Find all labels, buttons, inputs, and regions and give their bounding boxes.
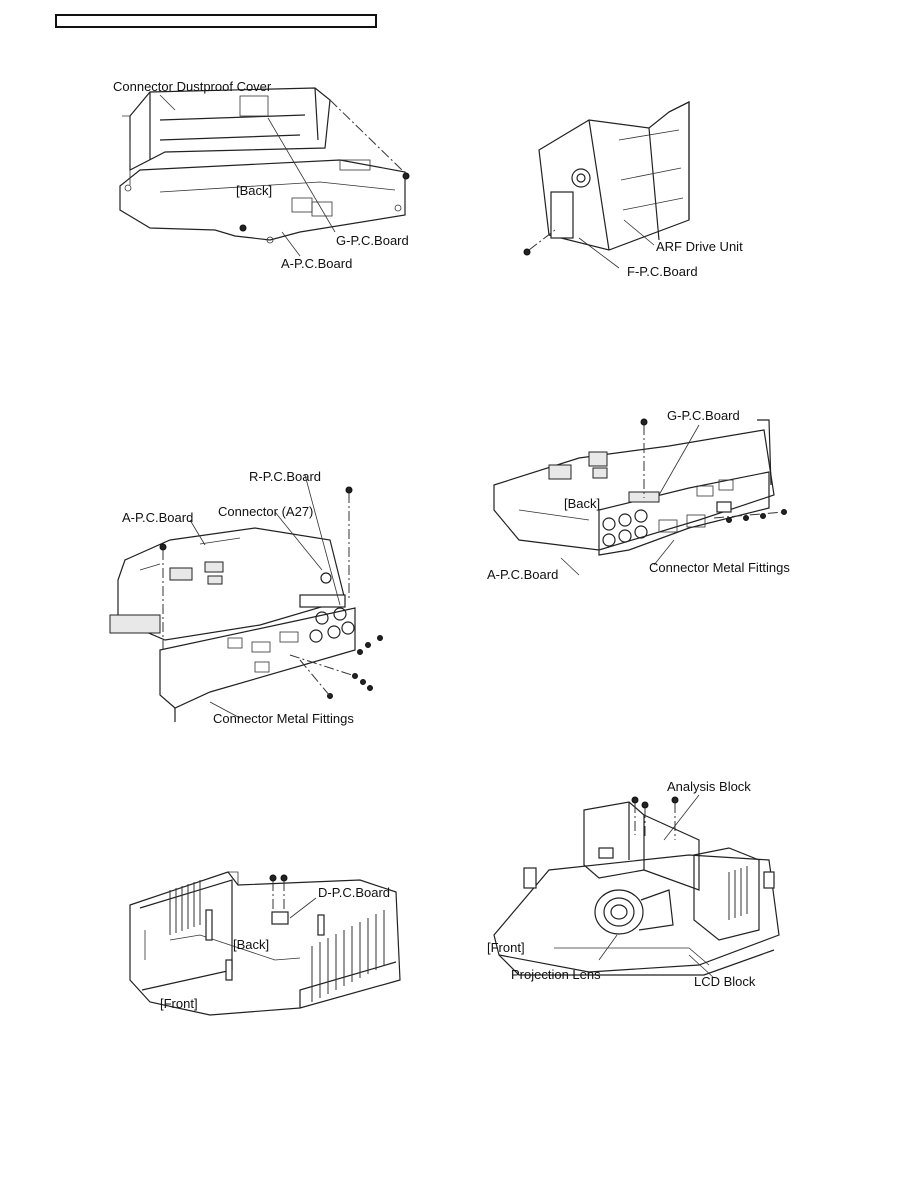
label-front: [Front] <box>160 996 198 1011</box>
label-a-pc-board: A-P.C.Board <box>281 256 353 271</box>
label-connector-a27: Connector (A27) <box>218 504 314 519</box>
drawing-arf-drive-unit <box>523 101 690 269</box>
figure-arf-drive-unit: ARF Drive Unit F-P.C.Board <box>459 0 918 300</box>
figure-g-pc-board: G-P.C.Board [Back] A-P.C.Board Connector… <box>459 400 918 700</box>
label-analysis-block: Analysis Block <box>667 779 751 794</box>
label-lcd-block: LCD Block <box>694 974 756 989</box>
label-back: [Back] <box>236 183 273 198</box>
screw-icon <box>640 418 787 523</box>
screw-icon <box>523 248 531 256</box>
figure-r-pc-board: R-P.C.Board Connector (A27) A-P.C.Board … <box>0 440 459 740</box>
figure-connector-dustproof-cover: Connector Dustproof Cover [Back] G-P.C.B… <box>0 0 459 300</box>
screw-icon <box>269 874 288 882</box>
rca-jacks <box>309 607 355 643</box>
screw-icon <box>631 796 679 809</box>
label-connector-metal-fittings: Connector Metal Fittings <box>213 711 354 726</box>
figure-d-pc-board: D-P.C.Board [Back] [Front] <box>0 840 459 1040</box>
drawing-analysis-block <box>493 794 780 979</box>
label-a-pc-board: A-P.C.Board <box>122 510 194 525</box>
label-r-pc-board: R-P.C.Board <box>249 469 322 484</box>
label-f-pc-board: F-P.C.Board <box>627 264 698 279</box>
drawing-connector-dustproof-cover <box>119 87 410 257</box>
label-back: [Back] <box>564 496 601 511</box>
label-projection-lens: Projection Lens <box>511 967 601 982</box>
label-connector-dustproof-cover: Connector Dustproof Cover <box>113 79 272 94</box>
drawing-r-pc-board <box>109 474 383 722</box>
figure-analysis-block: Analysis Block [Front] Projection Lens L… <box>459 760 918 1020</box>
label-g-pc-board: G-P.C.Board <box>667 408 740 423</box>
page-header-box <box>55 14 377 28</box>
drawing-d-pc-board <box>129 871 401 1016</box>
label-back: [Back] <box>233 937 270 952</box>
label-g-pc-board: G-P.C.Board <box>336 233 409 248</box>
screw-icon <box>239 172 410 232</box>
drawing-g-pc-board <box>493 418 787 576</box>
label-front: [Front] <box>487 940 525 955</box>
label-a-pc-board: A-P.C.Board <box>487 567 559 582</box>
label-arf-drive-unit: ARF Drive Unit <box>656 239 743 254</box>
rca-jacks <box>602 509 648 547</box>
label-connector-metal-fittings: Connector Metal Fittings <box>649 560 790 575</box>
label-d-pc-board: D-P.C.Board <box>318 885 391 900</box>
